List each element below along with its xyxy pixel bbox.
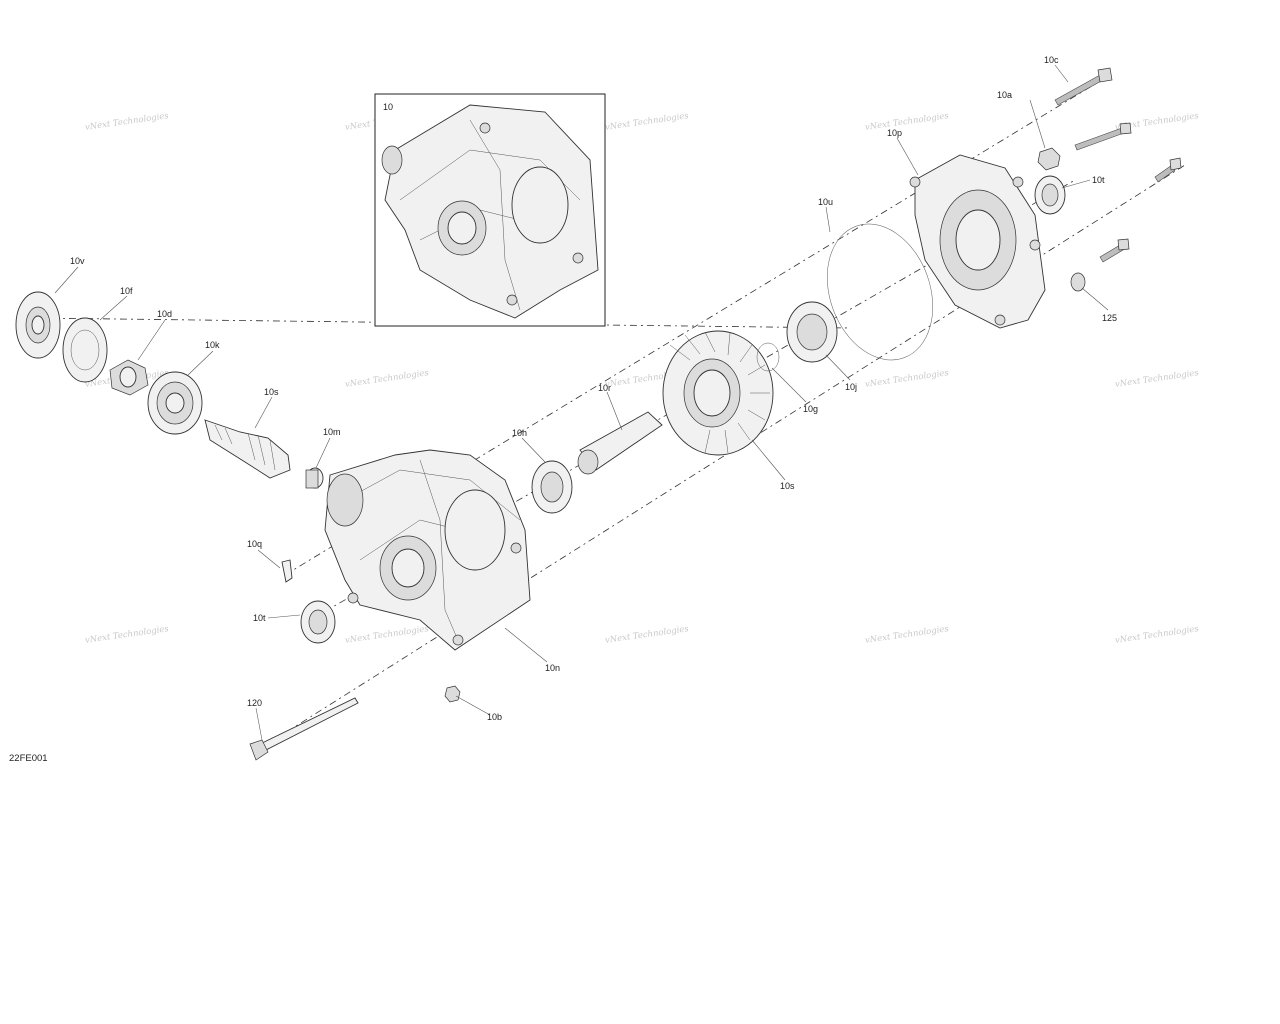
middle-component-stack (531, 223, 933, 514)
callout-label: 120 (247, 698, 262, 708)
leader-lines (54, 64, 1109, 741)
watermark: vNext Technologies (864, 111, 950, 133)
right-component-stack (909, 67, 1182, 329)
callout-label: 125 (1102, 313, 1117, 323)
callout-label: 10c (1044, 55, 1059, 65)
callout-label: 10k (205, 340, 220, 350)
watermark: vNext Technologies (1114, 624, 1200, 646)
callout-label: 10t (253, 613, 266, 623)
watermark: vNext Technologies (1114, 368, 1200, 390)
differential-housing (324, 449, 531, 651)
left-component-stack (15, 291, 461, 761)
callout-label: 10s (264, 387, 279, 397)
callout-label: 10g (803, 404, 818, 414)
callout-label: 10h (512, 428, 527, 438)
assembly-axes (34, 74, 1186, 751)
callout-label: 10q (247, 539, 262, 549)
watermark: vNext Technologies (84, 624, 170, 646)
callout-label: 10f (120, 286, 133, 296)
watermark: vNext Technologies (864, 624, 950, 646)
callout-label: 10m (323, 427, 341, 437)
callout-label: 10p (887, 128, 902, 138)
watermark: vNext Technologies (344, 624, 430, 646)
callout-label: 10n (545, 663, 560, 673)
callout-label: 10u (818, 197, 833, 207)
callout-label: 10t (1092, 175, 1105, 185)
inset-label: 10 (383, 102, 393, 112)
watermark-layer: vNext Technologies vNext Technologies vN… (84, 111, 1200, 646)
callout-label: 10s (780, 481, 795, 491)
callout-label: 10d (157, 309, 172, 319)
watermark: vNext Technologies (864, 368, 950, 390)
callout-label: 10a (997, 90, 1012, 100)
callout-label: 10j (845, 382, 857, 392)
callout-label: 10v (70, 256, 85, 266)
watermark: vNext Technologies (604, 624, 690, 646)
callout-labels: 10c 10a 10p 10t 10u 125 10j 10g 10s 10r … (70, 55, 1117, 722)
assembled-housing-inset: 10 (374, 93, 606, 327)
figure-reference: 22FE001 (9, 753, 48, 764)
callout-label: 10r (598, 383, 611, 393)
watermark: vNext Technologies (84, 111, 170, 133)
watermark: vNext Technologies (604, 111, 690, 133)
callout-label: 10b (487, 712, 502, 722)
watermark: vNext Technologies (344, 368, 430, 390)
